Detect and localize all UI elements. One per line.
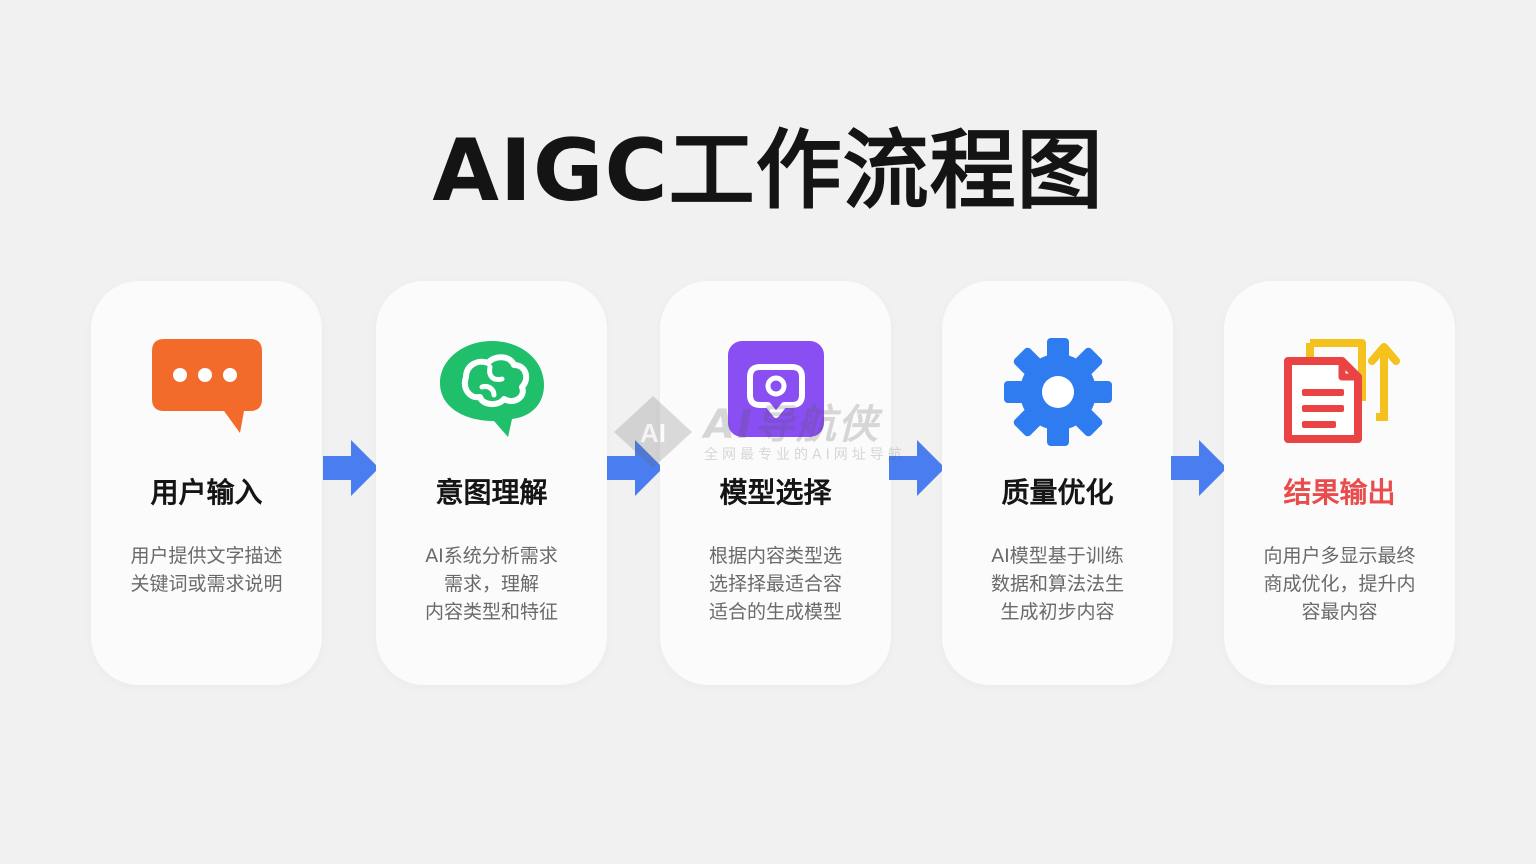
chat-bubble-icon xyxy=(147,337,267,447)
step-description-line: AI系统分析需求 xyxy=(425,545,558,567)
watermark: AI AI导航侠 全网最专业的AI网址导航 xyxy=(612,392,932,472)
step-description-line: 内容类型和特征 xyxy=(424,601,558,623)
step-description-line: 选择择最适合容 xyxy=(708,573,842,595)
step-card-model-select: 模型选择 根据内容类型选 选择择最适合容 适合的生成模型 xyxy=(660,281,891,685)
step-description-line: 商成优化，提升内 xyxy=(1263,573,1416,595)
step-title: 用户输入 xyxy=(150,476,263,509)
step-description-line: 关键词或需求说明 xyxy=(130,573,283,595)
flow-arrow xyxy=(889,438,945,498)
step-description-line: 需求，理解 xyxy=(443,573,539,595)
step-description-line: 数据和算法法生 xyxy=(990,573,1124,595)
step-title: 意图理解 xyxy=(435,476,548,509)
flow-arrow xyxy=(1171,438,1227,498)
model-chip-icon xyxy=(716,337,836,447)
step-description: AI模型基于训练 数据和算法法生 生成初步内容 xyxy=(962,542,1153,626)
step-description-line: 用户提供文字描述 xyxy=(130,545,283,567)
step-description-line: AI模型基于训练 xyxy=(991,545,1124,567)
step-title: 结果输出 xyxy=(1283,476,1396,509)
step-description-line: 向用户多显示最终 xyxy=(1263,545,1416,567)
step-card-user-input: 用户输入 用户提供文字描述 关键词或需求说明 xyxy=(91,281,322,685)
watermark-tagline: 全网最专业的AI网址导航 xyxy=(704,447,906,463)
watermark-name: AI导航侠 xyxy=(704,402,880,448)
step-description-line: 适合的生成模型 xyxy=(708,601,842,623)
brain-icon xyxy=(432,337,552,447)
svg-text:AI: AI xyxy=(640,418,666,448)
step-description-line: 容最内容 xyxy=(1301,601,1378,623)
step-card-quality: 质量优化 AI模型基于训练 数据和算法法生 生成初步内容 xyxy=(942,281,1173,685)
step-description: AI系统分析需求 需求，理解 内容类型和特征 xyxy=(396,542,587,626)
step-description: 向用户多显示最终 商成优化，提升内 容最内容 xyxy=(1244,542,1435,626)
flow-arrow xyxy=(607,438,663,498)
flow-arrow xyxy=(323,438,379,498)
step-card-intent: 意图理解 AI系统分析需求 需求，理解 内容类型和特征 xyxy=(376,281,607,685)
step-card-output: 结果输出 向用户多显示最终 商成优化，提升内 容最内容 xyxy=(1224,281,1455,685)
step-description: 根据内容类型选 选择择最适合容 适合的生成模型 xyxy=(680,542,871,626)
page-title: AIGC工作流程图 xyxy=(432,121,1104,221)
watermark-logo-icon: AI xyxy=(612,394,694,470)
step-title: 质量优化 xyxy=(1001,476,1114,509)
step-description-line: 根据内容类型选 xyxy=(708,545,842,567)
document-export-icon xyxy=(1280,337,1400,447)
step-description-line: 生成初步内容 xyxy=(1000,601,1115,623)
step-description: 用户提供文字描述 关键词或需求说明 xyxy=(111,542,302,598)
gear-icon xyxy=(998,337,1118,447)
step-title: 模型选择 xyxy=(719,476,832,509)
